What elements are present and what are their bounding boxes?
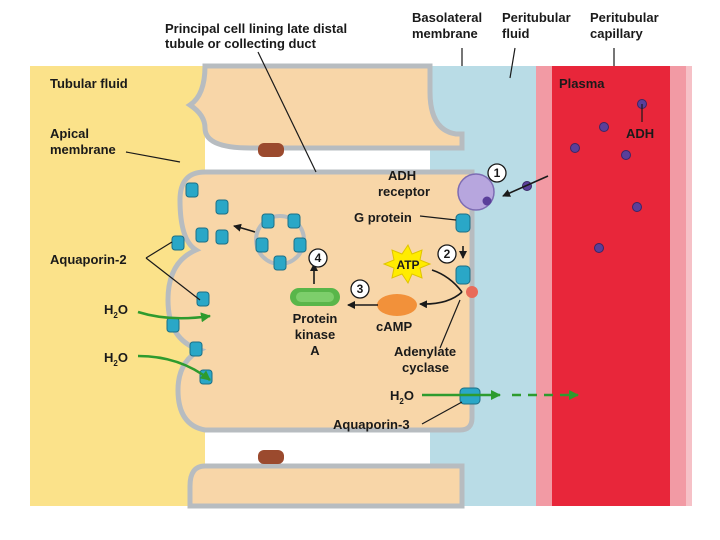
protein-kinase-label-line2: kinase bbox=[295, 327, 335, 342]
g-protein-label: G protein bbox=[354, 210, 412, 225]
cell-bottom bbox=[187, 463, 465, 509]
step-4: 4 bbox=[315, 251, 322, 265]
plasma-region bbox=[536, 66, 686, 506]
adenylate-cyclase-label-line2: cyclase bbox=[402, 360, 449, 375]
peritubular-capillary-label-line1: Peritubular bbox=[590, 10, 659, 25]
water-label-2: H2O bbox=[104, 350, 128, 368]
aquaporin-2-vesicle bbox=[254, 213, 307, 271]
leader-lines bbox=[125, 47, 643, 425]
aquaporin-2-label: Aquaporin-2 bbox=[50, 252, 127, 267]
step-1: 1 bbox=[494, 166, 501, 180]
junction-top bbox=[258, 143, 284, 157]
water-label-1: H2O bbox=[104, 302, 128, 320]
adenylate-cyclase bbox=[466, 286, 478, 298]
protein-kinase-label-line3: A bbox=[310, 343, 320, 358]
aquaporin-3-label: Aquaporin-3 bbox=[333, 417, 410, 432]
camp-label: cAMP bbox=[376, 319, 412, 334]
adh-receptor-label-line2: receptor bbox=[378, 184, 430, 199]
adh-bound-molecule bbox=[482, 196, 492, 206]
tubular-fluid-label: Tubular fluid bbox=[50, 76, 128, 91]
atp-burst bbox=[382, 243, 432, 285]
basolateral-label-line2: membrane bbox=[412, 26, 478, 41]
step-markers: 1 2 3 4 bbox=[308, 163, 507, 299]
principal-cell-label-line2: tubule or collecting duct bbox=[165, 36, 317, 51]
g-protein bbox=[455, 213, 471, 233]
apical-membrane-label-line2: membrane bbox=[50, 142, 116, 157]
adh-label: ADH bbox=[626, 126, 654, 141]
protein-kinase-label-line1: Protein bbox=[293, 311, 338, 326]
aquaporin-2-channels bbox=[166, 182, 229, 385]
capillary-wall-left bbox=[536, 66, 552, 506]
pathway-arrows bbox=[233, 175, 549, 309]
adenylate-cyclase-label-line1: Adenylate bbox=[394, 344, 456, 359]
water-label-3: H2O bbox=[390, 388, 414, 406]
peritubular-capillary-label-line2: capillary bbox=[590, 26, 644, 41]
capillary-wall-right bbox=[670, 66, 686, 506]
water-arrows bbox=[137, 310, 579, 400]
atp-label: ATP bbox=[396, 258, 419, 272]
peritubular-fluid-label-line2: fluid bbox=[502, 26, 529, 41]
cell-top bbox=[185, 63, 465, 151]
protein-kinase-a bbox=[290, 288, 340, 306]
junction-bottom bbox=[258, 450, 284, 464]
step-3: 3 bbox=[357, 282, 364, 296]
adenylate-cyclase-channel bbox=[455, 265, 471, 285]
apical-membrane-label-line1: Apical bbox=[50, 126, 89, 141]
peritubular-fluid-label-line1: Peritubular bbox=[502, 10, 571, 25]
basolateral-label-line1: Basolateral bbox=[412, 10, 482, 25]
plasma-label: Plasma bbox=[559, 76, 605, 91]
principal-cell-label-line1: Principal cell lining late distal bbox=[165, 21, 347, 36]
step-2: 2 bbox=[444, 247, 451, 261]
camp-molecule bbox=[377, 294, 417, 316]
capillary-wall-edge bbox=[686, 66, 692, 506]
adh-receptor-label-line1: ADH bbox=[388, 168, 416, 183]
